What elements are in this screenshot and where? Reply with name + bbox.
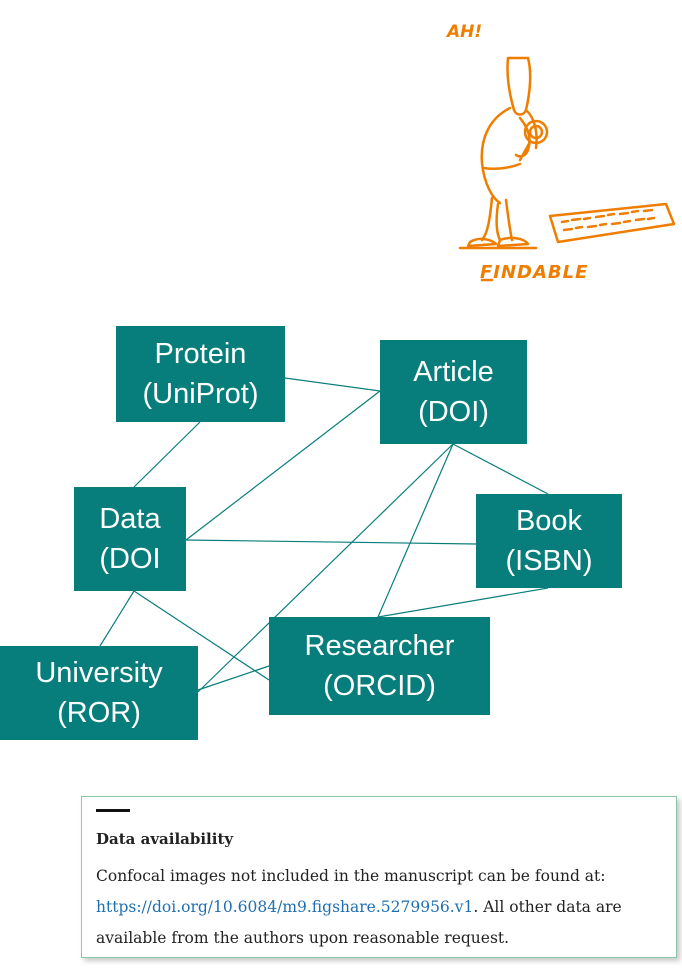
node-university: University (ROR) bbox=[0, 646, 198, 740]
node-researcher: Researcher (ORCID) bbox=[269, 617, 490, 715]
card-divider bbox=[96, 809, 130, 812]
node-article-name: Article bbox=[413, 356, 494, 388]
node-book-identifier: (ISBN) bbox=[505, 545, 593, 577]
node-data: Data (DOI bbox=[74, 487, 186, 591]
node-protein-identifier: (UniProt) bbox=[142, 378, 259, 410]
edge-protein-article bbox=[284, 377, 381, 392]
card-heading: Data availability bbox=[96, 830, 234, 848]
edge-protein-data bbox=[133, 421, 201, 488]
edge-article-data bbox=[185, 390, 381, 541]
node-university-identifier: (ROR) bbox=[57, 697, 141, 729]
edge-article-researcher bbox=[377, 443, 454, 618]
node-article: Article (DOI) bbox=[380, 340, 527, 444]
figshare-doi-link[interactable]: https://doi.org/10.6084/m9.figshare.5279… bbox=[96, 898, 474, 916]
node-book-name: Book bbox=[515, 505, 583, 537]
node-protein-name: Protein bbox=[154, 338, 247, 370]
node-protein: Protein (UniProt) bbox=[116, 326, 285, 422]
data-availability-card: Data availability Confocal images not in… bbox=[81, 796, 677, 958]
findable-illustration bbox=[458, 56, 675, 282]
node-data-name: Data bbox=[99, 503, 161, 535]
node-university-name: University bbox=[35, 657, 163, 689]
edge-book-researcher bbox=[377, 587, 549, 618]
edge-article-university bbox=[197, 443, 454, 693]
illustration-findable-label: FINDABLE bbox=[480, 262, 589, 283]
edge-researcher-university bbox=[197, 665, 270, 691]
card-text-after: . All other data are available from the … bbox=[96, 898, 622, 947]
card-body: Confocal images not included in the manu… bbox=[96, 861, 666, 954]
node-book: Book (ISBN) bbox=[476, 494, 622, 588]
edge-article-book bbox=[452, 443, 549, 495]
node-researcher-identifier: (ORCID) bbox=[323, 670, 436, 702]
edge-data-book bbox=[185, 539, 477, 545]
node-data-identifier: (DOI bbox=[99, 543, 161, 575]
illustration-shout-text: AH! bbox=[447, 22, 483, 42]
node-researcher-name: Researcher bbox=[304, 630, 455, 662]
card-text-before: Confocal images not included in the manu… bbox=[96, 867, 606, 885]
node-article-identifier: (DOI) bbox=[418, 396, 489, 428]
edge-data-researcher bbox=[133, 590, 270, 681]
edge-data-university bbox=[99, 590, 135, 647]
